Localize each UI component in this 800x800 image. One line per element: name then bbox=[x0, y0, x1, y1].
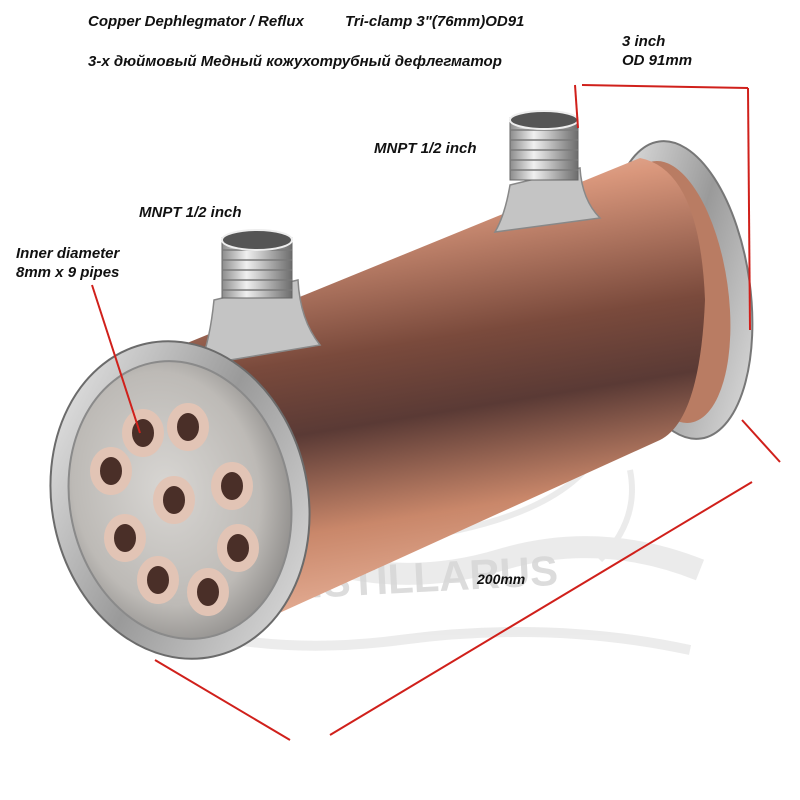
annotation-lines bbox=[91, 84, 781, 741]
diameter-dimension-line bbox=[581, 84, 749, 89]
length-dimension-line bbox=[329, 481, 753, 736]
port-right-fitting bbox=[493, 110, 602, 233]
label-length: 200mm bbox=[477, 571, 526, 587]
title-ru: 3-х дюймовый Медный кожухотрубный дефлег… bbox=[88, 53, 502, 70]
label-port-right: MNPT 1/2 inch bbox=[374, 140, 477, 157]
title-clamp: Tri-clamp 3"(76mm)OD91 bbox=[345, 13, 525, 30]
tube-holes bbox=[90, 403, 259, 616]
title-en: Copper Dephlegmator / Reflux bbox=[88, 13, 304, 30]
port-left-fitting bbox=[198, 229, 322, 366]
label-inner-diameter: Inner diameter 8mm x 9 pipes bbox=[16, 245, 120, 281]
label-diameter: 3 inch OD 91mm bbox=[622, 33, 693, 69]
pointer-inner-diameter-line bbox=[91, 284, 141, 434]
label-port-left: MNPT 1/2 inch bbox=[139, 204, 242, 221]
